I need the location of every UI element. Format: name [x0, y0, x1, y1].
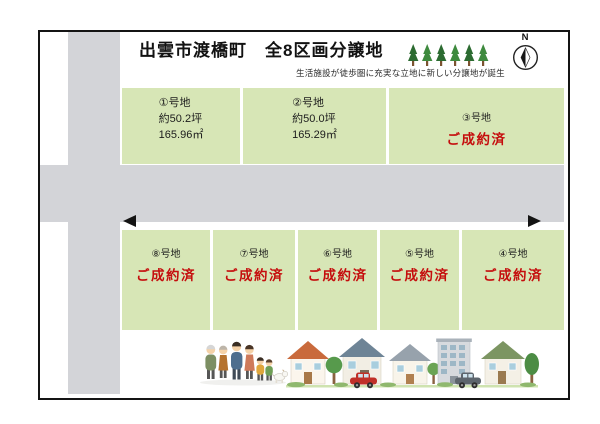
- lot-number: ⑦号地: [239, 249, 269, 260]
- lot-8: ⑧号地 ご成約済: [122, 230, 210, 330]
- lot-number: ⑥号地: [323, 249, 352, 260]
- bottom-lot-row: ⑧号地 ご成約済 ⑦号地 ご成約済 ⑥号地 ご成約済 ⑤号地 ご成約済 ④号地: [122, 230, 564, 330]
- sold-badge: ご成約済: [136, 268, 196, 283]
- road-arrow-left-icon: [123, 215, 136, 227]
- pine-tree-icon: [464, 44, 475, 66]
- tree-icon: [325, 356, 343, 384]
- lot-number: ③号地: [462, 113, 491, 124]
- dog-figure: [271, 369, 289, 383]
- house-icon: [389, 344, 431, 385]
- lot-number: ①号地: [158, 97, 191, 109]
- compass-icon: [512, 44, 538, 70]
- street-illustration: [200, 338, 539, 389]
- sold-badge: ご成約済: [446, 132, 507, 147]
- lot-4: ④号地 ご成約済: [462, 230, 564, 330]
- pine-tree-icon: [408, 44, 419, 66]
- lot-6: ⑥号地 ご成約済: [298, 230, 377, 330]
- page-title: 出雲市渡橋町 全8区画分譲地: [139, 41, 384, 60]
- trees-row-icon: [408, 44, 489, 66]
- family-illustration: [205, 341, 289, 383]
- house-icon: [481, 341, 525, 385]
- compass: N: [511, 33, 539, 76]
- top-lot-row: ①号地 約50.2坪 165.96㎡ ②号地 約50.0坪 165.29㎡ ③号…: [122, 88, 564, 164]
- lot-area-tsubo: 約50.2坪: [158, 112, 203, 125]
- mother-figure: [244, 344, 255, 379]
- road-horizontal: [40, 165, 564, 222]
- pine-tree-icon: [450, 44, 461, 66]
- page-subtitle: 生活施設が徒歩圏に充実な立地に新しい分譲地が誕生: [296, 68, 505, 78]
- bushes: [287, 382, 536, 388]
- lot-5: ⑤号地 ご成約済: [380, 230, 459, 330]
- lot-1: ①号地 約50.2坪 165.96㎡: [122, 88, 240, 164]
- lot-3: ③号地 ご成約済: [389, 88, 564, 164]
- gray-car-icon: [455, 372, 481, 389]
- family-shadow: [200, 379, 286, 386]
- sold-badge: ご成約済: [224, 268, 284, 283]
- building-icon: [436, 338, 472, 385]
- lot-7: ⑦号地 ご成約済: [213, 230, 295, 330]
- house-icon: [287, 341, 329, 385]
- lot-area-sqm: 165.29㎡: [292, 128, 337, 141]
- houses-illustration: [287, 338, 539, 389]
- child-figure: [265, 359, 273, 381]
- pine-tree-icon: [436, 44, 447, 66]
- pine-tree-icon: [422, 44, 433, 66]
- sold-badge: ご成約済: [483, 268, 543, 283]
- compass-n-label: N: [521, 32, 529, 43]
- lot-number: ⑧号地: [151, 249, 181, 260]
- lot-2: ②号地 約50.0坪 165.29㎡: [243, 88, 386, 164]
- child-figure: [256, 357, 265, 381]
- lot-number: ②号地: [292, 97, 325, 109]
- grass-strip: [286, 385, 538, 388]
- father-figure: [231, 341, 243, 380]
- sold-badge: ご成約済: [389, 268, 450, 283]
- road-arrow-right-icon: [528, 215, 541, 227]
- lot-number: ④号地: [498, 249, 528, 260]
- grandmother-figure: [218, 345, 229, 378]
- lot-area-tsubo: 約50.0坪: [292, 112, 336, 125]
- grandfather-figure: [205, 344, 217, 379]
- red-car-icon: [350, 372, 377, 389]
- sold-badge: ご成約済: [307, 268, 368, 283]
- pine-tree-icon: [478, 44, 489, 66]
- tree-icon: [427, 362, 440, 384]
- map-frame: [38, 30, 570, 400]
- lot-number: ⑤号地: [405, 249, 434, 260]
- tree-icon: [524, 353, 539, 384]
- lot-area-sqm: 165.96㎡: [158, 128, 204, 141]
